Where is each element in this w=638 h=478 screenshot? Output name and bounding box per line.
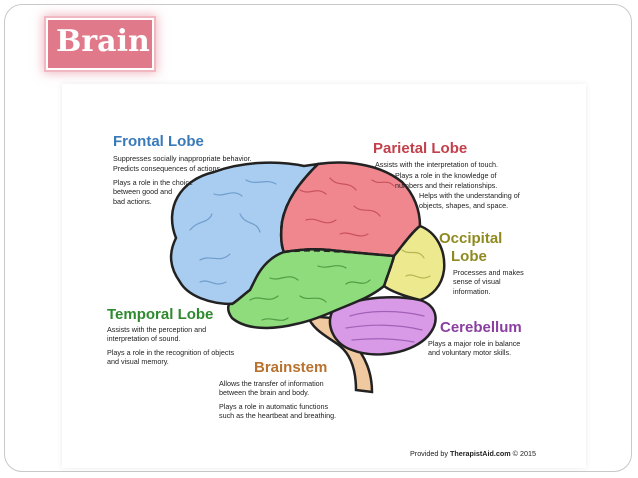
temporal-fact-1: Assists with the perception and interpre… xyxy=(107,325,207,344)
occipital-lobe-description: Processes and makes sense of visual info… xyxy=(453,268,563,300)
frontal-lobe-description: Suppresses socially inappropriate behavi… xyxy=(113,154,293,210)
occipital-lobe-label-line1: Occipital xyxy=(439,230,503,247)
brainstem-label: Brainstem xyxy=(254,359,328,376)
brainstem-fact-1: Allows the transfer of information betwe… xyxy=(219,379,324,398)
parietal-fact-3: Helps with the understanding of objects,… xyxy=(419,191,520,210)
occipital-lobe-label-line2: Lobe xyxy=(451,248,487,265)
slide-title: Brain xyxy=(56,24,150,59)
frontal-lobe-label: Frontal Lobe xyxy=(113,133,204,150)
frontal-fact-2: Predicts consequences of actions. xyxy=(113,164,223,174)
cerebellum-label: Cerebellum xyxy=(440,319,522,336)
brainstem-fact-2: Plays a role in automatic functions such… xyxy=(219,401,337,421)
brainstem-description: Allows the transfer of information betwe… xyxy=(219,379,389,425)
credit-suffix: © 2015 xyxy=(510,449,536,458)
credit-prefix: Provided by xyxy=(410,449,450,458)
cerebellum-description: Plays a major role in balance and volunt… xyxy=(428,339,568,362)
source-credit: Provided by TherapistAid.com © 2015 xyxy=(410,449,536,458)
parietal-fact-1: Assists with the interpretation of touch… xyxy=(375,160,499,169)
frontal-fact-3: Plays a role in the choice between good … xyxy=(113,177,193,206)
temporal-lobe-label: Temporal Lobe xyxy=(107,306,214,323)
slide-title-box: Brain xyxy=(46,18,154,70)
lobe-boundary-lines xyxy=(279,163,421,287)
parietal-fact-2: Plays a role in the knowledge of numbers… xyxy=(395,171,498,190)
parietal-lobe-label: Parietal Lobe xyxy=(373,140,468,157)
credit-brand: TherapistAid.com xyxy=(449,449,511,458)
temporal-lobe-description: Assists with the perception and interpre… xyxy=(107,325,287,371)
temporal-fact-2: Plays a role in the recognition of objec… xyxy=(107,347,235,367)
gyri-texture xyxy=(189,177,431,343)
occipital-lobe-region xyxy=(382,224,446,302)
cerebellum-fact-1: Plays a major role in balance and volunt… xyxy=(428,339,521,358)
frontal-fact-1: Suppresses socially inappropriate behavi… xyxy=(113,154,252,163)
parietal-lobe-description: Assists with the interpretation of touch… xyxy=(375,160,545,214)
occipital-fact-1: Processes and makes sense of visual info… xyxy=(453,268,524,296)
